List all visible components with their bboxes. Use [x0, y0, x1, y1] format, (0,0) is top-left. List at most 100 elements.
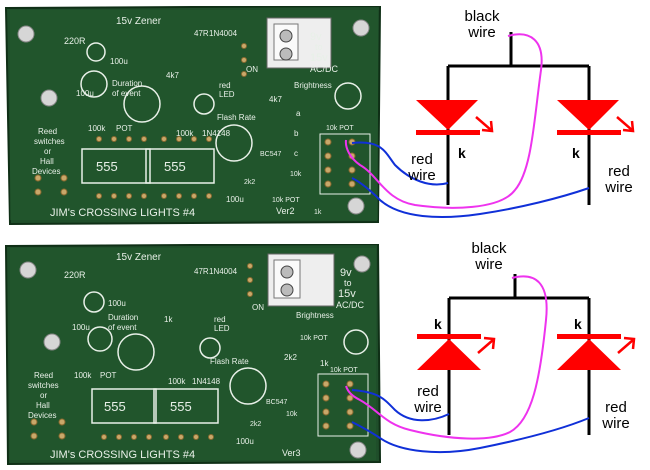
bottom-red-wire-right-label: red wire [594, 400, 638, 432]
top-red-wire-left-label: red wire [400, 152, 444, 184]
silk-1n4004: 1N4004 [209, 29, 238, 38]
silk-1k: 1k [164, 315, 173, 324]
label-line-1: black [464, 8, 500, 25]
silk-9v: 9v [310, 31, 322, 43]
silk-100u-c: 100u [236, 437, 254, 446]
label-line-2: wire [602, 415, 630, 432]
top-black-wire-label: black wire [452, 9, 512, 41]
silk-of-event: of event [108, 323, 137, 332]
silk-red: red [214, 315, 226, 324]
silk-2k2-b: 2k2 [250, 421, 261, 428]
top-blue-wire-right [351, 177, 590, 218]
silk-100u-c: 100u [226, 195, 244, 204]
bottom-k-right: k [574, 316, 582, 332]
silk-1n4004: 1N4004 [209, 267, 238, 276]
top-blue-wire-left [351, 141, 449, 186]
silk-220r: 220R [64, 270, 86, 280]
silk-on: ON [246, 65, 258, 74]
silk-reed-1: Reed [38, 127, 57, 136]
silk-ic1: 555 [96, 159, 118, 174]
silk-100k-b: 100k [168, 377, 186, 386]
bottom-k-left: k [434, 316, 442, 332]
silk-100u-b: 100u [76, 89, 94, 98]
silk-reed-2: switches [34, 137, 65, 146]
silk-title: JIM's CROSSING LIGHTS #4 [50, 207, 195, 219]
top-k-left: k [458, 145, 466, 161]
label-line-1: red [417, 383, 439, 400]
bottom-blue-wire-right [351, 417, 590, 454]
silk-led: LED [214, 324, 230, 333]
silk-red: red [219, 81, 231, 90]
silk-zener: 15v Zener [116, 252, 162, 263]
bottom-led-right [557, 334, 636, 370]
silk-zener: 15v Zener [116, 16, 162, 27]
silk-1k: 1k [314, 209, 322, 216]
silk-title: JIM's CROSSING LIGHTS #4 [50, 449, 195, 461]
silk-brightness: Brightness [296, 311, 334, 320]
top-k-right: k [572, 145, 580, 161]
bottom-black-wire-label: black wire [458, 241, 520, 273]
silk-100k: 100k [74, 371, 92, 380]
silk-2k2: 2k2 [244, 179, 255, 186]
top-led-right [557, 100, 635, 135]
silk-10k-pot-2: 10k POT [272, 197, 300, 204]
silk-100u: 100u [108, 299, 126, 308]
label-line-2: wire [408, 167, 436, 184]
silk-pot: POT [100, 371, 117, 380]
silk-on: ON [252, 303, 264, 312]
silk-reed-5: Devices [28, 411, 56, 420]
silk-ic2: 555 [170, 399, 192, 414]
bottom-blue-wire-left [351, 389, 450, 422]
silk-4k7-b: 4k7 [269, 95, 282, 104]
silk-flash-rate: Flash Rate [210, 357, 249, 366]
silk-of-event: of event [112, 89, 141, 98]
silk-ic2: 555 [164, 159, 186, 174]
top-red-wire-right-label: red wire [597, 164, 641, 196]
silk-1n4148: 1N4148 [192, 377, 221, 386]
silk-4k7-a: 4k7 [166, 71, 179, 80]
silk-ic1: 555 [104, 399, 126, 414]
silk-reed-4: Hall [40, 157, 54, 166]
label-line-1: red [608, 163, 630, 180]
silk-ver: Ver2 [276, 206, 295, 216]
bottom-led-left [417, 334, 496, 370]
silk-b: b [294, 129, 299, 138]
silk-bc547: BC547 [266, 399, 288, 406]
top-black-wiring [446, 32, 591, 205]
bottom-red-wire-left-label: red wire [406, 384, 450, 416]
label-line-2: wire [468, 24, 496, 41]
silk-acdc: AC/DC [310, 64, 339, 74]
silk-10k-pot: 10k POT [300, 335, 328, 342]
bottom-magenta-wire [345, 275, 548, 440]
label-line-1: black [471, 240, 507, 257]
silk-10k-pot: 10k POT [326, 125, 354, 132]
silk-10k-pot-2: 10k POT [330, 367, 358, 374]
silk-to: to [344, 278, 352, 288]
silk-1n4148: 1N4148 [202, 129, 231, 138]
silk-reed-2: switches [28, 381, 59, 390]
silk-pot: POT [116, 124, 133, 133]
silk-a: a [296, 109, 301, 118]
pcb-board-ver3: 15v Zener 220R 47R 1N4004 ON 9v to 15v A… [4, 244, 382, 466]
silk-10k: 10k [286, 411, 298, 418]
silk-47r: 47R [194, 267, 209, 276]
silk-9v: 9v [340, 267, 352, 279]
silk-1k-b: 1k [320, 359, 329, 368]
silk-100u-b: 100u [72, 323, 90, 332]
silk-reed-3: or [44, 147, 51, 156]
silk-led: LED [219, 90, 235, 99]
silk-duration: Duration [112, 79, 142, 88]
silk-flash-rate: Flash Rate [217, 113, 256, 122]
silk-100k-b: 100k [176, 129, 194, 138]
label-line-2: wire [605, 179, 633, 196]
pcb-board-ver2: 15v Zener 220R 47R 1N4004 ON 9v to 15v A… [4, 6, 382, 226]
bottom-black-wiring [447, 274, 591, 435]
silk-reed-4: Hall [36, 401, 50, 410]
silk-100u: 100u [110, 57, 128, 66]
top-magenta-wire [344, 33, 543, 209]
silk-reed-5: Devices [32, 167, 60, 176]
label-line-2: wire [475, 256, 503, 273]
silk-reed-3: or [40, 391, 47, 400]
silk-acdc: AC/DC [336, 300, 365, 310]
